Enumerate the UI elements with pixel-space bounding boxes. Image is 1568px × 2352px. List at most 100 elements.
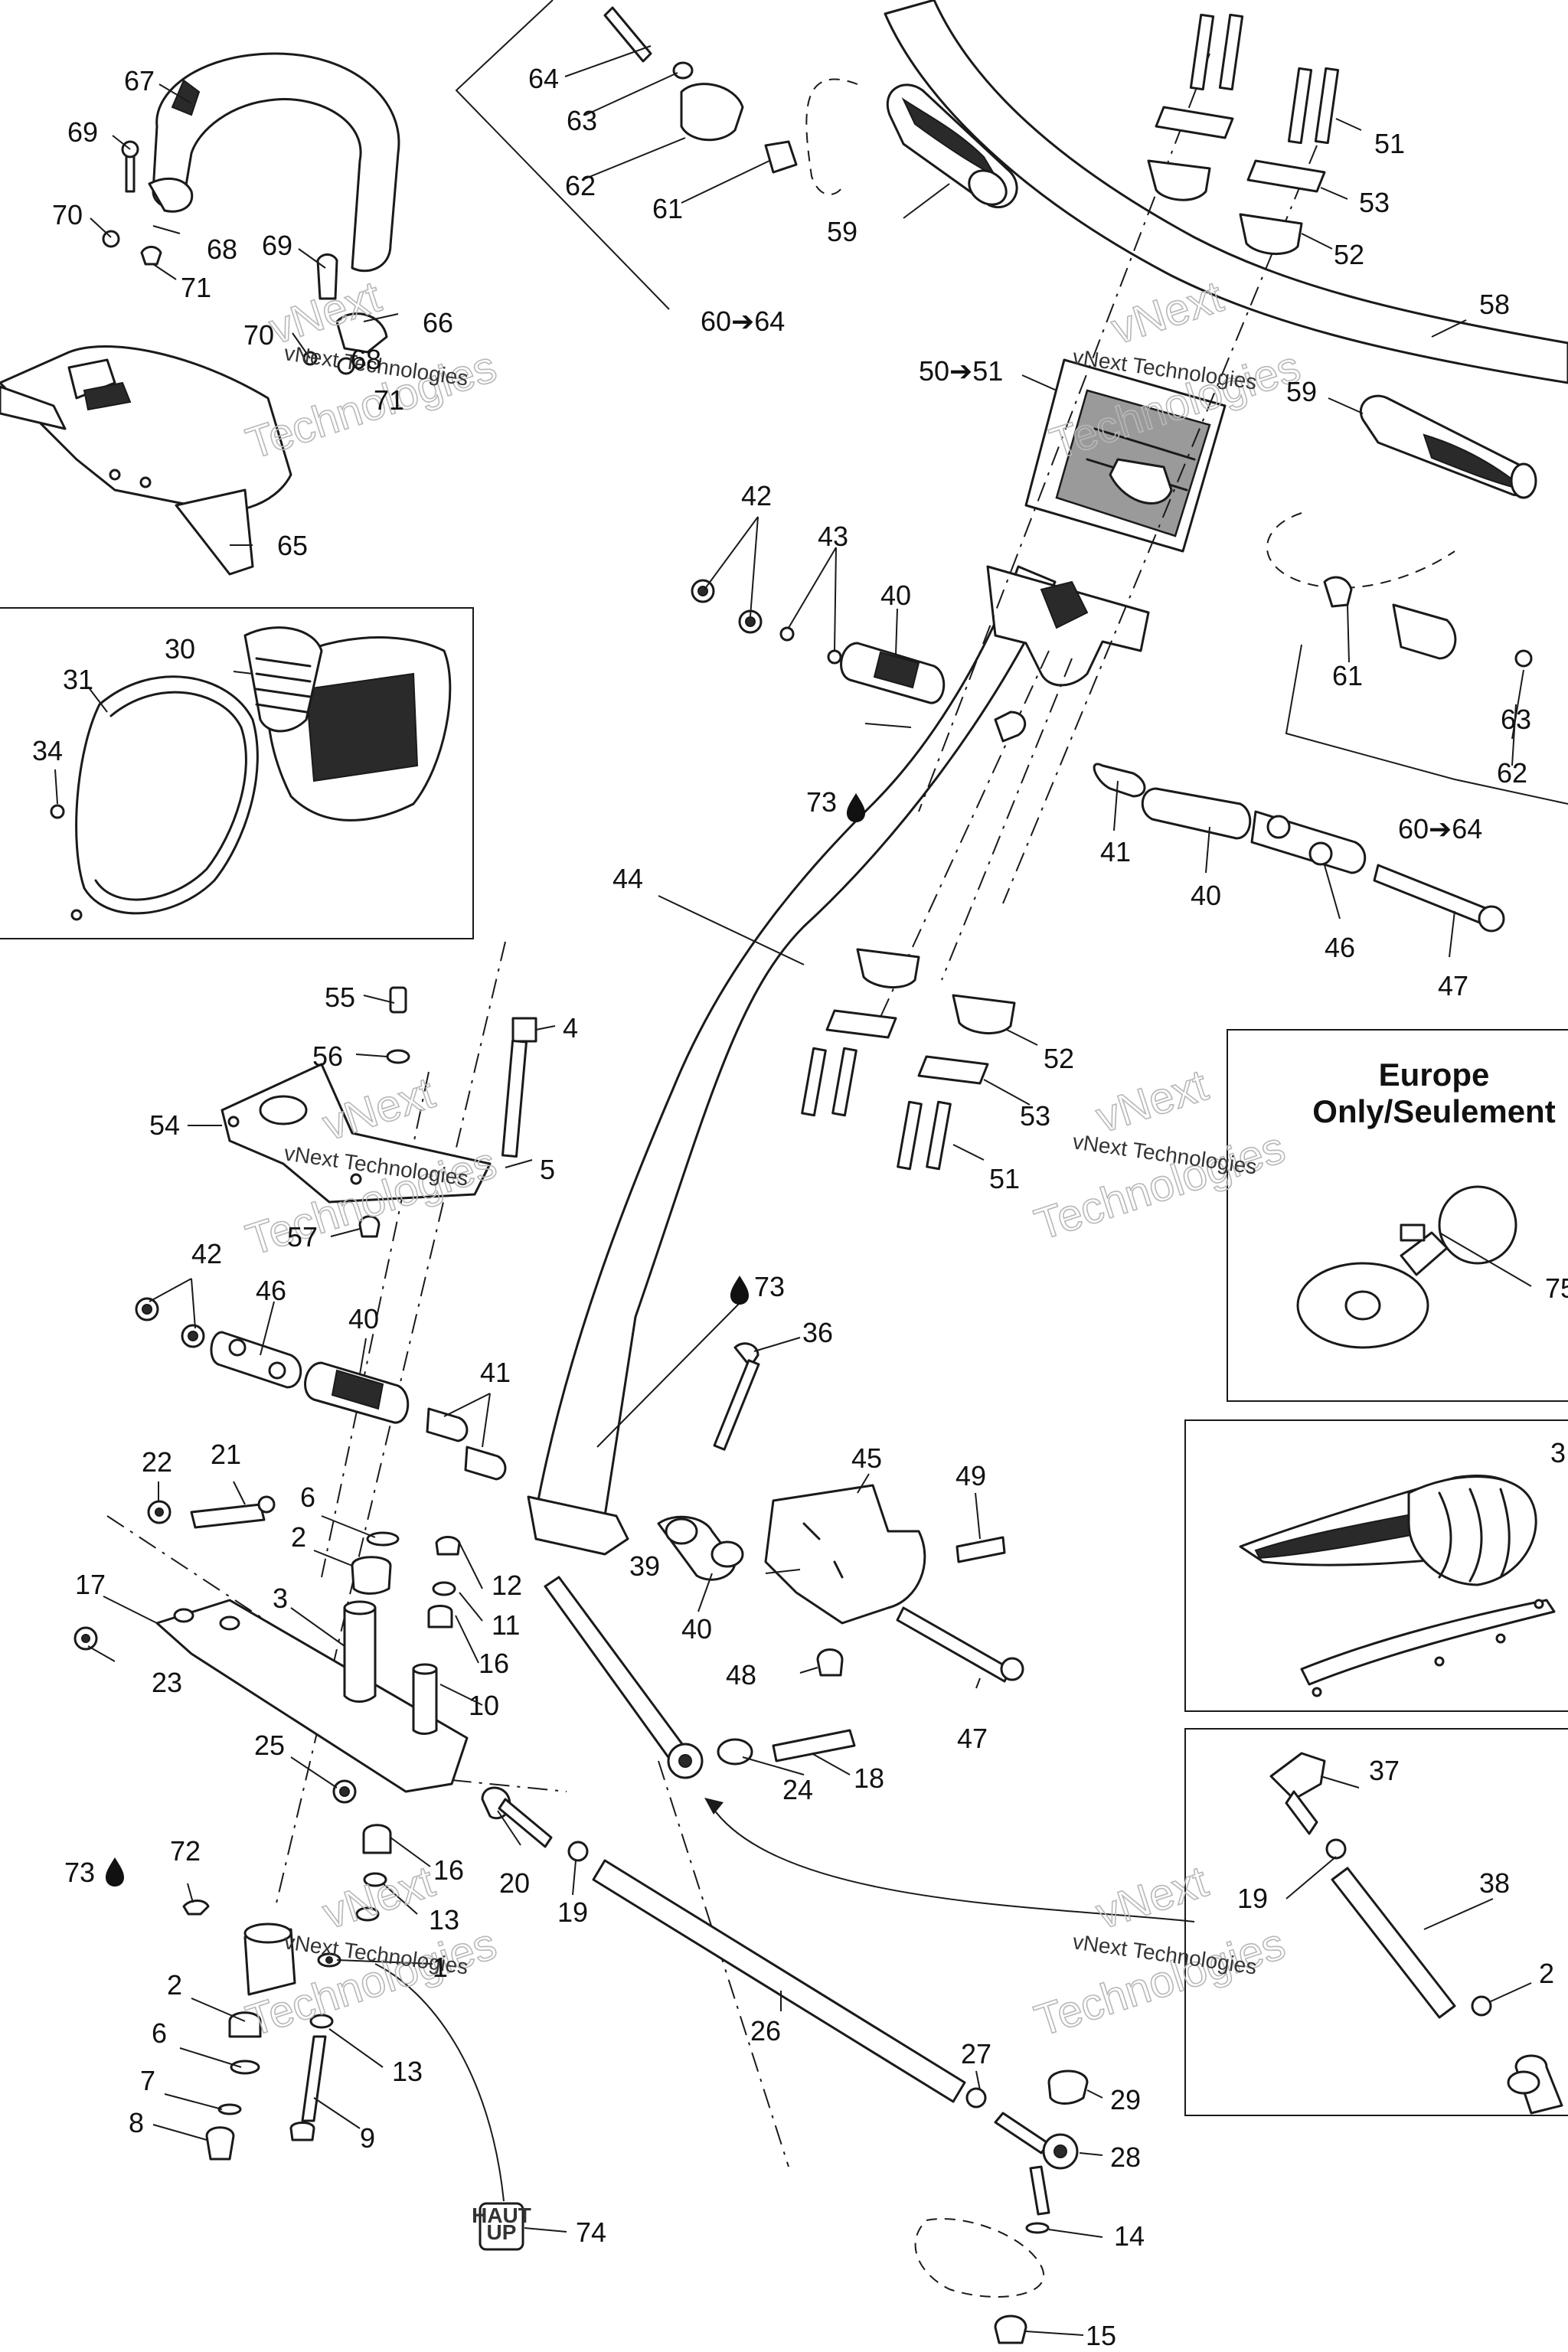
callout-14: 14 bbox=[1114, 2220, 1145, 2252]
callout-55: 55 bbox=[325, 982, 355, 1013]
callout-29: 29 bbox=[1110, 2084, 1141, 2115]
callout-39: 39 bbox=[629, 1550, 660, 1582]
callout-28: 28 bbox=[1110, 2141, 1141, 2173]
callout-58: 58 bbox=[1479, 289, 1510, 320]
plate-54 bbox=[220, 986, 537, 1238]
clamp-set-upper bbox=[1147, 13, 1340, 256]
callout-16: 16 bbox=[433, 1854, 464, 1886]
callout-63: 63 bbox=[1501, 704, 1531, 735]
boot-inset bbox=[1239, 1474, 1556, 1697]
callout-30: 30 bbox=[165, 633, 195, 665]
dashed-guide-top bbox=[805, 78, 858, 195]
wm-2-a: vNext bbox=[1106, 272, 1229, 354]
dashed-guide-right bbox=[1266, 512, 1455, 589]
callout-71: 71 bbox=[374, 384, 404, 416]
callout-5: 5 bbox=[540, 1154, 555, 1185]
europe-horn-inset bbox=[1296, 1185, 1517, 1349]
wm-5-a: vNext bbox=[317, 1857, 440, 1939]
callout-41: 41 bbox=[480, 1357, 511, 1388]
callout-43: 43 bbox=[818, 521, 848, 552]
inset-title-only: Only/Seulement bbox=[1312, 1093, 1555, 1129]
inset-box-europe bbox=[1227, 1029, 1568, 1402]
callout-61: 61 bbox=[652, 193, 683, 224]
grease-drop-icon bbox=[106, 1857, 124, 1886]
callout-40: 40 bbox=[880, 580, 911, 611]
callout-65: 65 bbox=[277, 530, 308, 561]
callout-75: 75 bbox=[1545, 1272, 1568, 1304]
grip-59-right bbox=[1359, 394, 1537, 499]
callout-42: 42 bbox=[191, 1238, 222, 1269]
grease-drop-icon bbox=[730, 1276, 749, 1305]
haut-label: HAUT bbox=[472, 2203, 531, 2227]
callout-2: 2 bbox=[291, 1521, 306, 1553]
callout-19: 19 bbox=[557, 1896, 588, 1928]
callout-70: 70 bbox=[243, 319, 274, 351]
callout-42: 42 bbox=[741, 480, 772, 511]
callout-40: 40 bbox=[348, 1303, 379, 1334]
callout-47: 47 bbox=[1438, 970, 1468, 1001]
bracket-60-64-right bbox=[1285, 644, 1568, 805]
callout-13: 13 bbox=[392, 2056, 423, 2087]
callout-41: 41 bbox=[1100, 836, 1131, 867]
lower-bushing-assembly bbox=[135, 1297, 507, 1481]
callout-45: 45 bbox=[851, 1442, 882, 1474]
curve-linkage-arrow bbox=[711, 1806, 1195, 1922]
callout-1: 1 bbox=[433, 1952, 448, 1983]
callout-8: 8 bbox=[129, 2107, 144, 2138]
callout-47: 47 bbox=[957, 1723, 988, 1754]
callout-7: 7 bbox=[140, 2065, 155, 2096]
callout-48: 48 bbox=[726, 1659, 756, 1690]
callout-6: 6 bbox=[300, 1481, 315, 1513]
callout-9: 9 bbox=[360, 2122, 375, 2154]
callout-67: 67 bbox=[124, 65, 155, 96]
callout-16: 16 bbox=[479, 1648, 509, 1679]
callout-53: 53 bbox=[1359, 187, 1390, 218]
tie-rod-assembly bbox=[481, 1576, 1089, 2344]
callout-61: 61 bbox=[1332, 660, 1363, 691]
callout-74: 74 bbox=[576, 2216, 606, 2248]
callout-57: 57 bbox=[287, 1221, 318, 1253]
callout-19: 19 bbox=[1237, 1883, 1268, 1914]
callout-6: 6 bbox=[152, 2017, 167, 2049]
clamp-set-lower bbox=[801, 948, 1016, 1171]
upper-bushing-assembly bbox=[691, 579, 1505, 933]
callout-38: 38 bbox=[1479, 1867, 1510, 1899]
top-left-parts bbox=[0, 52, 400, 576]
callout-2: 2 bbox=[1539, 1958, 1554, 1989]
callout-50-51: 50➔51 bbox=[919, 355, 1003, 387]
callout-11: 11 bbox=[492, 1609, 520, 1641]
callout-21: 21 bbox=[211, 1439, 241, 1470]
callout-68: 68 bbox=[351, 344, 381, 375]
callout-59: 59 bbox=[1286, 376, 1317, 407]
upper-clamp-50 bbox=[1024, 358, 1227, 553]
wm-6-b: Technologies bbox=[1029, 1919, 1291, 2046]
callout-44: 44 bbox=[612, 863, 643, 894]
callout-labels: 67 69 70 68 71 69 70 66 68 71 65 64 63 6… bbox=[32, 63, 1568, 2351]
column-foot bbox=[527, 1495, 629, 1556]
callout-59: 59 bbox=[827, 216, 858, 247]
callout-46: 46 bbox=[1325, 932, 1355, 963]
callout-62: 62 bbox=[565, 170, 596, 201]
column-head bbox=[986, 565, 1150, 687]
left-inset-parts bbox=[50, 626, 452, 921]
grease-drop-icon bbox=[847, 793, 865, 822]
callout-62: 62 bbox=[1497, 757, 1527, 789]
linkage-inset bbox=[1269, 1752, 1563, 2115]
callout-73: 73 bbox=[806, 786, 837, 818]
callout-4: 4 bbox=[563, 1012, 578, 1044]
callout-54: 54 bbox=[149, 1109, 180, 1141]
callout-52: 52 bbox=[1334, 239, 1364, 270]
callout-53: 53 bbox=[1020, 1100, 1050, 1132]
haut-up-label-74: HAUT UP bbox=[472, 2202, 531, 2251]
steering-column bbox=[534, 565, 1057, 1517]
callout-64: 64 bbox=[528, 63, 559, 94]
callout-24: 24 bbox=[782, 1774, 813, 1805]
bracket-45 bbox=[657, 1342, 1024, 1683]
callout-12: 12 bbox=[492, 1570, 522, 1601]
callout-68: 68 bbox=[207, 234, 237, 265]
leader-lines bbox=[54, 45, 1532, 2336]
callout-70: 70 bbox=[52, 199, 83, 230]
left-lower-stack bbox=[74, 1495, 469, 2161]
callout-18: 18 bbox=[854, 1762, 884, 1794]
